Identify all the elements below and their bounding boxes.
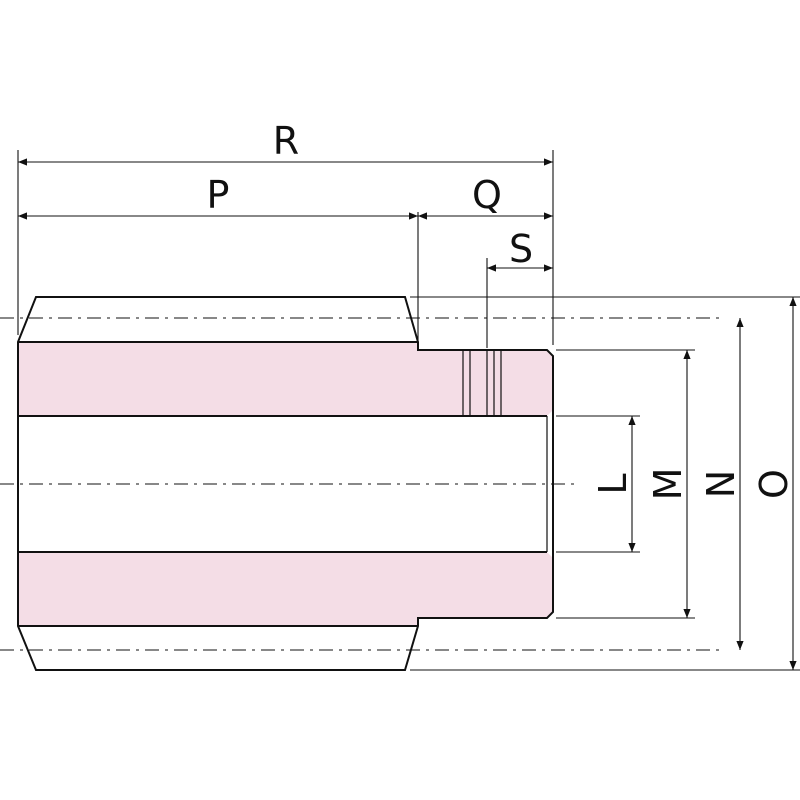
label-S: S bbox=[509, 227, 533, 271]
label-L: L bbox=[591, 473, 635, 494]
label-R: R bbox=[273, 119, 299, 163]
section-fill-top bbox=[18, 342, 553, 416]
label-Q: Q bbox=[472, 173, 502, 217]
section-top-body bbox=[18, 342, 553, 416]
label-M: M bbox=[646, 468, 690, 501]
section-fill-bottom bbox=[18, 552, 553, 626]
label-O: O bbox=[752, 469, 796, 499]
body-outline bbox=[17, 296, 554, 671]
label-P: P bbox=[207, 173, 230, 217]
section-bottom-body bbox=[18, 552, 553, 626]
label-N: N bbox=[699, 470, 743, 498]
groove bbox=[462, 350, 502, 416]
